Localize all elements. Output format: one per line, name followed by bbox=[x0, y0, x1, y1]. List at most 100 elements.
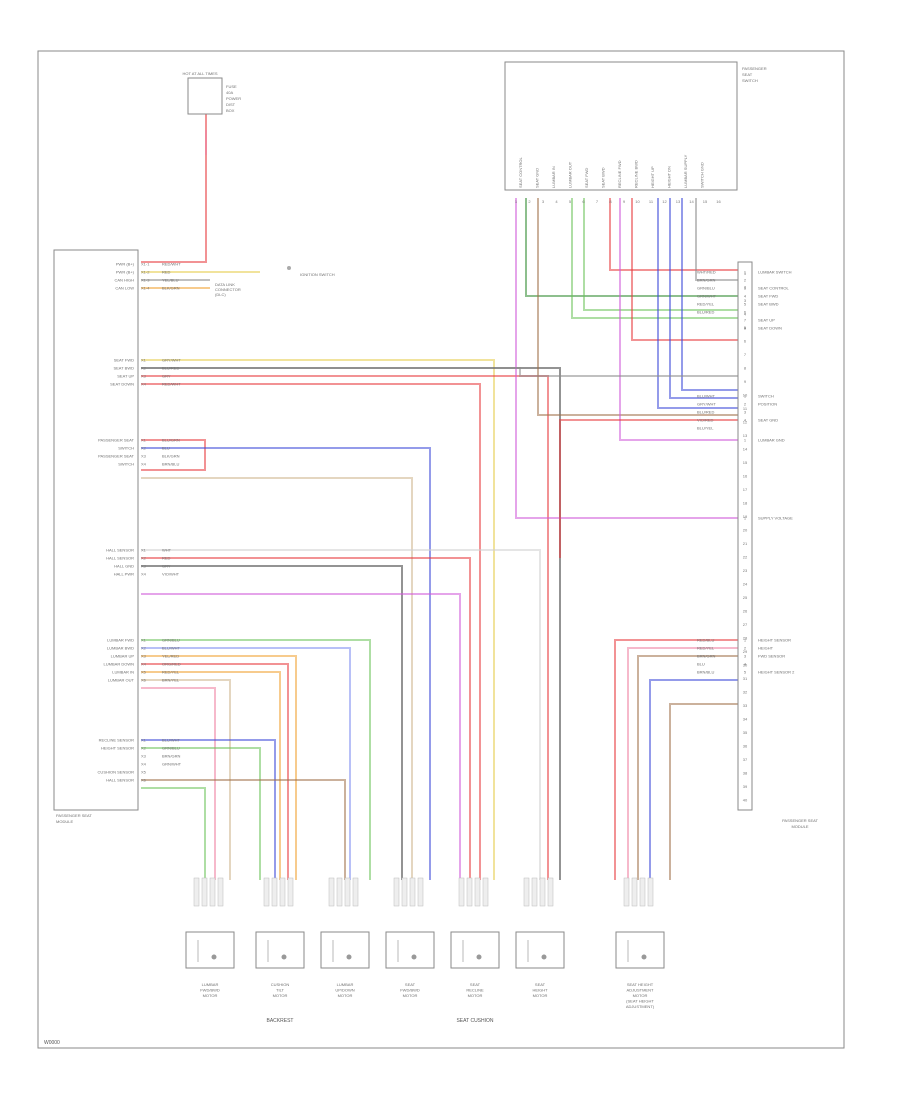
left-lumbar-pin-label: LUMBAR FWD bbox=[107, 638, 134, 643]
motor-label: SEAT bbox=[470, 982, 481, 987]
top-connector-pin: 4 bbox=[555, 199, 558, 204]
left-lumbar-pin-code: X6 bbox=[141, 678, 147, 683]
ignition-line: POWER bbox=[226, 96, 241, 101]
right-pin-number: 6 bbox=[744, 339, 747, 344]
left-bottom-pin-label: HEIGHT SENSOR bbox=[101, 746, 134, 751]
wire-lumbar bbox=[141, 663, 289, 880]
motor-connector-pin bbox=[623, 877, 630, 907]
wire-lumbar bbox=[141, 647, 351, 880]
can-note-line: (DLC) bbox=[215, 292, 226, 297]
left-lumbar-pin-code: X5 bbox=[141, 670, 147, 675]
wire-sensor-red bbox=[141, 557, 471, 880]
wire-switch-loop bbox=[141, 439, 206, 471]
motor-connector-pin bbox=[458, 877, 465, 907]
motor-connector-pin bbox=[631, 877, 638, 907]
right-pin-number: 9 bbox=[744, 379, 747, 384]
motor-box bbox=[320, 931, 370, 969]
left-sensor-wire-label: VIO/WHT bbox=[162, 572, 180, 577]
top-connector-label: SEAT CONTROL bbox=[518, 156, 523, 188]
top-connector-label: RECLINE FWD bbox=[617, 160, 622, 188]
right-e-pin-label: HEIGHT bbox=[758, 646, 774, 651]
motor-label: TILT bbox=[276, 988, 284, 993]
wire-bottom-blue bbox=[141, 739, 276, 880]
left-module-box bbox=[53, 249, 139, 811]
right-a-pin-label: SEAT UP bbox=[758, 318, 775, 323]
right-a-wire-label: RED/YEL bbox=[697, 302, 715, 307]
left-pin-label: PWR (B+) bbox=[116, 270, 135, 275]
top-connector-title: SEAT bbox=[742, 72, 753, 77]
top-connector-pin: 3 bbox=[542, 199, 545, 204]
right-pin-number: 22 bbox=[743, 555, 748, 560]
right-pin-number: 21 bbox=[743, 541, 748, 546]
right-pin-number: 26 bbox=[743, 609, 748, 614]
right-module-title: MODULE bbox=[791, 824, 808, 829]
motor-icon bbox=[346, 954, 352, 960]
motor-connector-pin bbox=[336, 877, 343, 907]
right-module-box bbox=[737, 261, 753, 811]
motor-label: CUSHION bbox=[271, 982, 290, 987]
motor-icon bbox=[476, 954, 482, 960]
motor-box bbox=[450, 931, 500, 969]
right-pin-number: 13 bbox=[743, 433, 748, 438]
left-sensor-wire-label: GRY bbox=[162, 564, 171, 569]
left-switch-pin-label: SWITCH bbox=[118, 462, 134, 467]
left-lumbar-wire-label: BRN/YEL bbox=[162, 678, 180, 683]
top-connector-title: PASSENGER bbox=[742, 66, 767, 71]
left-bottom-pin-code: X3 bbox=[141, 754, 147, 759]
motor-label: FWD/BWD bbox=[400, 988, 420, 993]
motor-box bbox=[255, 931, 305, 969]
group-caption-seat: SEAT CUSHION bbox=[456, 1018, 493, 1024]
top-connector-pin: 10 bbox=[635, 199, 640, 204]
left-bottom-wire-label: BRN/GRN bbox=[162, 754, 181, 759]
motor-connector-pin bbox=[328, 877, 335, 907]
right-e-pin-code: 5 bbox=[744, 670, 747, 675]
diagram-frame bbox=[37, 50, 845, 1049]
right-pin-number: 39 bbox=[743, 784, 748, 789]
right-pin-number: 18 bbox=[743, 501, 748, 506]
wire-top-connector bbox=[619, 198, 738, 441]
left-lumbar-pin-code: X1 bbox=[141, 638, 147, 643]
right-pin-number: 4 bbox=[744, 312, 747, 317]
motor-label: SEAT bbox=[535, 982, 546, 987]
left-pin-code: X1-2 bbox=[141, 270, 150, 275]
wire-switch-tan bbox=[141, 477, 413, 880]
right-pin-number: 2 bbox=[744, 285, 747, 290]
motor-box bbox=[515, 931, 565, 969]
left-lumbar-pin-code: X4 bbox=[141, 662, 147, 667]
top-connector-label: LUMBAR SUPPLY bbox=[683, 154, 688, 188]
left-pin-label: CAN LOW bbox=[115, 286, 134, 291]
top-connector-pin: 13 bbox=[676, 199, 681, 204]
motor-connector-pin bbox=[482, 877, 489, 907]
left-bottom-pin-label: RECLINE SENSOR bbox=[99, 738, 134, 743]
ignition-title: HOT AT ALL TIMES bbox=[182, 71, 217, 76]
right-c-pin-label: LUMBAR GND bbox=[758, 438, 785, 443]
right-e-pin-code: 2 bbox=[744, 646, 747, 651]
figure-code: W0000 bbox=[44, 1040, 60, 1046]
right-pin-number: 3 bbox=[744, 298, 747, 303]
motor-label: ADJUSTMENT) bbox=[626, 1004, 655, 1009]
left-motor-pin-label: SEAT BWD bbox=[113, 366, 134, 371]
can-note-line: DATA LINK bbox=[215, 282, 235, 287]
left-switch-pin-code: X2 bbox=[141, 446, 147, 451]
right-d-pin-code: 1 bbox=[744, 516, 747, 521]
top-connector-pin: 9 bbox=[623, 199, 626, 204]
left-lumbar-pin-code: X3 bbox=[141, 654, 147, 659]
left-bottom-wire-label: BLU/WHT bbox=[162, 738, 181, 743]
left-switch-pin-code: X1 bbox=[141, 438, 147, 443]
left-bottom-pin-label: HALL SENSOR bbox=[106, 778, 134, 783]
motor-label: LUMBAR bbox=[202, 982, 219, 987]
right-e-wire-label: BRN/BLU bbox=[697, 670, 714, 675]
motor-connector-pin bbox=[547, 877, 554, 907]
left-switch-pin-label: SWITCH bbox=[118, 446, 134, 451]
motor-connector-pin bbox=[271, 877, 278, 907]
right-e-pin-code: 4 bbox=[744, 662, 747, 667]
left-wire-label: RED/WHT bbox=[162, 262, 181, 267]
right-e-wire-label: RED/YEL bbox=[697, 646, 715, 651]
right-pin-number: 5 bbox=[744, 325, 747, 330]
left-lumbar-pin-label: LUMBAR BWD bbox=[107, 646, 134, 651]
left-sensor-pin-label: HALL SENSOR bbox=[106, 548, 134, 553]
right-b-wire-label: BLU/WHT bbox=[697, 394, 716, 399]
right-b-wire-label: BLU/RED bbox=[697, 410, 714, 415]
right-d-pin-label: SUPPLY VOLTAGE bbox=[758, 516, 793, 521]
right-a-pin-label: SEAT BWD bbox=[758, 302, 779, 307]
